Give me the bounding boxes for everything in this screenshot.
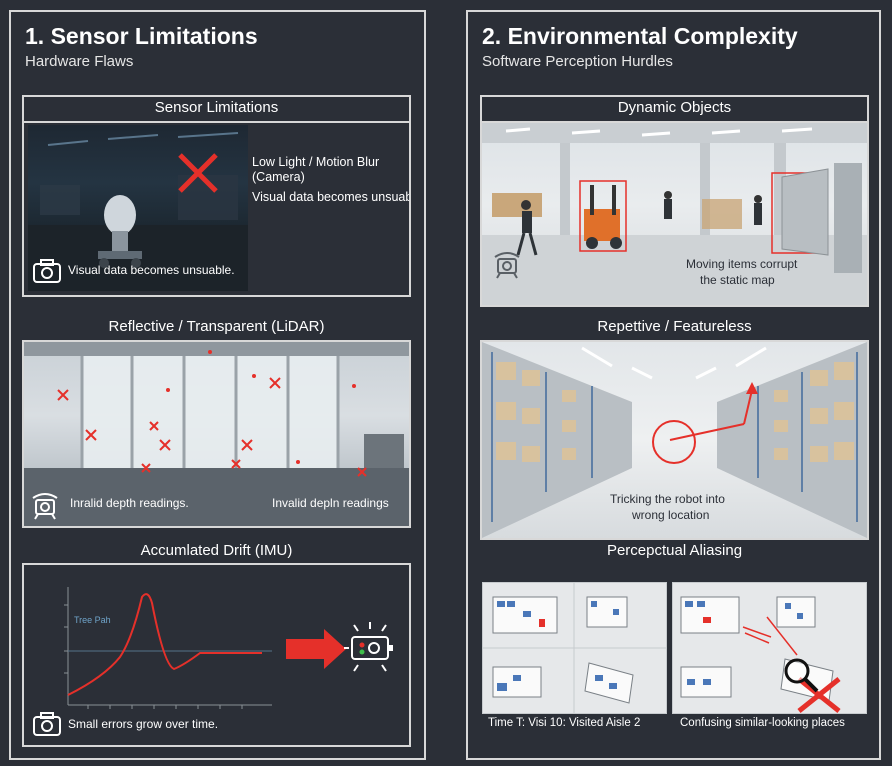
map-view-time-t: [482, 582, 667, 714]
map-view-confusion: [672, 582, 867, 714]
lidar-scanner-icon: [30, 492, 60, 520]
camera-label-line3: Visual data becomes unsuable.: [252, 190, 411, 204]
panel-caption-line2: wrong location: [632, 508, 710, 522]
panel-caption: Small errors grow over time.: [68, 717, 219, 731]
glass-wall-photo: Inralid depth readings. Invalid depln re…: [24, 342, 409, 526]
panel-title: Percepctual Aliasing: [606, 542, 743, 559]
panel-caption-line1: Tricking the robot into: [610, 492, 725, 506]
panel-caption-line1: Moving items corrupt: [686, 257, 798, 271]
lidar-scanner-icon: [492, 251, 522, 279]
panel-caption-line2: the static map: [700, 273, 775, 287]
drift-graph: [64, 587, 346, 709]
column-title: 2. Environmental Complexity: [482, 23, 798, 49]
panel-caption: Visual data becomes unsuable.: [68, 263, 235, 277]
perceptual-aliasing-panel: Time T: Visi 10: Visited Aisle 2 Confusi…: [482, 582, 867, 732]
camera-label-line2: (Camera): [252, 170, 305, 184]
imu-sensor-icon: [342, 621, 400, 675]
magnifier-icon: [781, 655, 821, 695]
imu-drift-panel: Tree Pah Small: [22, 563, 411, 747]
column-subtitle: Hardware Flaws: [25, 53, 134, 70]
camera-icon: [32, 711, 62, 737]
camera-label-line1: Low Light / Motion Blur: [252, 155, 380, 169]
panel-title: Sensor Limitations: [154, 99, 279, 116]
repetitive-featureless-panel: Tricking the robot into wrong location: [480, 340, 869, 540]
column-title: 1. Sensor Limitations: [25, 23, 258, 49]
panel-caption-right: Invalid depln readings: [272, 496, 389, 510]
panel-caption-left: Time T: Visi 10: Visited Aisle 2: [488, 717, 641, 729]
sensor-limitations-column: 1. Sensor Limitations Hardware Flaws Sen…: [9, 10, 426, 760]
column-subtitle: Software Perception Hurdles: [482, 53, 673, 70]
panel-caption-left: Inralid depth readings.: [70, 496, 189, 510]
dynamic-objects-panel: Dynamic Objects: [480, 95, 869, 307]
panel-title: Repettive / Featureless: [597, 318, 752, 335]
warehouse-photo: Moving items corrupt the static map: [482, 123, 867, 305]
environmental-complexity-column: 2. Environmental Complexity Software Per…: [466, 10, 881, 760]
camera-icon: [32, 258, 62, 284]
panel-title: Dynamic Objects: [617, 99, 732, 116]
aisle-photo: Tricking the robot into wrong location: [482, 342, 867, 538]
low-light-photo: Visual data becomes unsuable.: [28, 125, 248, 291]
panel-title: Accumlated Drift (IMU): [140, 542, 293, 559]
panel-title: Reflective / Transparent (LiDAR): [108, 318, 325, 335]
panel-caption-right: Confusing similar-looking places: [680, 717, 845, 729]
reflective-lidar-panel: Inralid depth readings. Invalid depln re…: [22, 340, 411, 528]
sensor-limitations-panel: Sensor Limitations: [22, 95, 411, 297]
true-path-label: Tree Pah: [74, 615, 111, 625]
